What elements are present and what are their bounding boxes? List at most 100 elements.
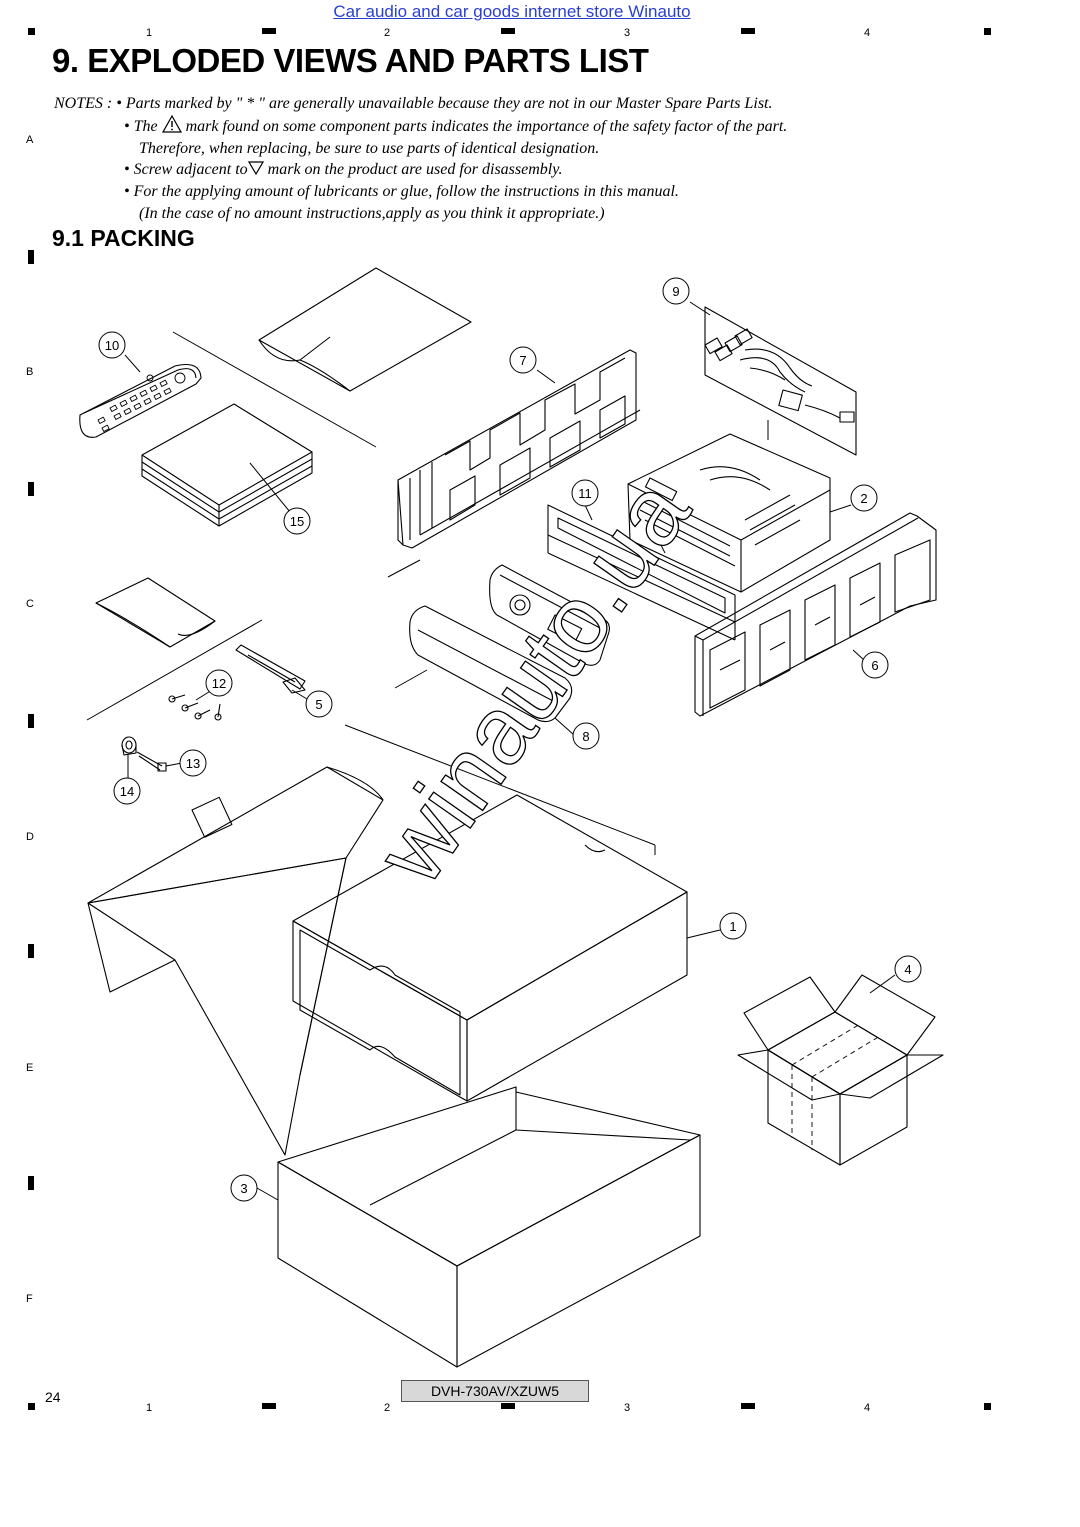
svg-text:10: 10	[105, 338, 119, 353]
main-unit-chassis-part	[627, 433, 831, 593]
soft-case-part	[409, 605, 573, 723]
note-screw-prefix: • Screw adjacent to	[124, 161, 248, 179]
column-label-1: 1	[146, 27, 153, 39]
note-replacement: Therefore, when replacing, be sure to us…	[139, 139, 600, 157]
note-safety-text: mark found on some component parts indic…	[185, 117, 788, 135]
corner-mark	[984, 1403, 991, 1410]
column-label-4-bottom: 4	[864, 1402, 871, 1414]
grid-bar	[28, 1176, 34, 1190]
wire-harness-part	[704, 306, 857, 456]
row-label-b: B	[26, 366, 34, 378]
page-title: 9. EXPLODED VIEWS AND PARTS LIST	[52, 42, 649, 79]
svg-text:6: 6	[871, 658, 878, 673]
callout-3: 3	[230, 1174, 258, 1202]
grid-bar	[741, 1403, 755, 1409]
grid-bar	[501, 28, 515, 34]
svg-text:7: 7	[519, 353, 526, 368]
leader-line	[172, 331, 377, 448]
callout-4: 4	[894, 955, 922, 983]
callout-1: 1	[719, 912, 747, 940]
notes-block: NOTES : • Parts marked by " * " are gene…	[54, 93, 787, 225]
leader-line	[344, 724, 656, 846]
grid-bar	[741, 28, 755, 34]
extraction-key-part	[235, 644, 306, 694]
callout-9: 9	[662, 277, 690, 305]
note-lubricants-detail: (In the case of no amount instructions,a…	[139, 204, 605, 222]
callout-8: 8	[572, 722, 600, 750]
leader-line	[86, 619, 263, 721]
column-label-3-bottom: 3	[624, 1402, 631, 1414]
front-panel-part	[489, 564, 611, 666]
bolt-part	[136, 751, 167, 772]
callout-7: 7	[509, 346, 537, 374]
note-safety-prefix: • The	[124, 117, 158, 135]
row-label-e: E	[26, 1062, 34, 1074]
leader-line	[394, 669, 428, 689]
callout-5: 5	[305, 690, 333, 718]
callout-12: 12	[205, 669, 233, 697]
svg-text:14: 14	[120, 784, 134, 799]
note-screw-text: mark on the product are used for disasse…	[267, 161, 563, 179]
polyfoam-front-part	[397, 349, 641, 549]
grid-bar	[28, 250, 34, 264]
svg-text:3: 3	[240, 1181, 247, 1196]
envelope-part	[258, 267, 472, 392]
column-label-3: 3	[624, 27, 631, 39]
section-subtitle: 9.1 PACKING	[52, 225, 195, 251]
svg-text:13: 13	[186, 756, 200, 771]
watermark-text: winauto.ua	[356, 460, 711, 903]
row-label-a: A	[26, 134, 34, 146]
grid-bar	[28, 714, 34, 728]
svg-text:4: 4	[904, 962, 911, 977]
outer-carton-part	[277, 1086, 701, 1368]
callout-leaders	[124, 301, 896, 1201]
polyfoam-rear-part	[694, 512, 937, 717]
svg-text:11: 11	[578, 486, 592, 501]
disassembly-mark-icon	[247, 161, 264, 176]
corner-mark	[28, 1403, 35, 1410]
grid-bar	[28, 944, 34, 958]
model-number-box: DVH-730AV/XZUW5	[401, 1380, 589, 1402]
page-number: 24	[45, 1389, 61, 1405]
corner-mark	[28, 28, 35, 35]
svg-text:9: 9	[672, 284, 679, 299]
note-parts-unavailable: NOTES : • Parts marked by " * " are gene…	[54, 95, 773, 112]
column-label-1-bottom: 1	[146, 1402, 153, 1414]
column-label-2: 2	[384, 27, 391, 39]
svg-text:15: 15	[290, 514, 304, 529]
grid-bar	[262, 1403, 276, 1409]
small-bag-part	[95, 577, 216, 648]
callout-11: 11	[571, 479, 599, 507]
svg-text:8: 8	[582, 729, 589, 744]
remote-control-part	[79, 363, 202, 438]
inner-carton-part	[292, 794, 688, 1102]
grid-bar	[28, 482, 34, 496]
callout-6: 6	[861, 651, 889, 679]
column-label-4: 4	[864, 27, 871, 39]
callout-10: 10	[98, 331, 126, 359]
row-label-f: F	[26, 1293, 33, 1305]
callout-2: 2	[850, 484, 878, 512]
column-label-2-bottom: 2	[384, 1402, 391, 1414]
svg-text:5: 5	[315, 697, 322, 712]
row-label-c: C	[26, 598, 34, 610]
note-lubricants: • For the applying amount of lubricants …	[124, 183, 679, 201]
svg-text:12: 12	[212, 676, 226, 691]
outer-box-lid-part	[87, 766, 384, 1156]
warning-triangle-icon	[161, 114, 182, 133]
shipping-box-part	[737, 974, 944, 1166]
grid-bar	[262, 28, 276, 34]
corner-mark	[984, 28, 991, 35]
svg-text:1: 1	[729, 919, 736, 934]
leader-line	[387, 559, 421, 578]
callout-15: 15	[283, 507, 311, 535]
callout-13: 13	[179, 749, 207, 777]
row-label-d: D	[26, 831, 34, 843]
manuals-part	[141, 403, 313, 527]
rubber-bush-part	[121, 736, 137, 756]
svg-text:2: 2	[860, 491, 867, 506]
store-link[interactable]: Car audio and car goods internet store W…	[333, 2, 691, 21]
callouts: 10 15 7 9 11 2 6 12 5 8 13 14 1 4 3	[98, 277, 922, 1202]
callout-14: 14	[113, 777, 141, 805]
